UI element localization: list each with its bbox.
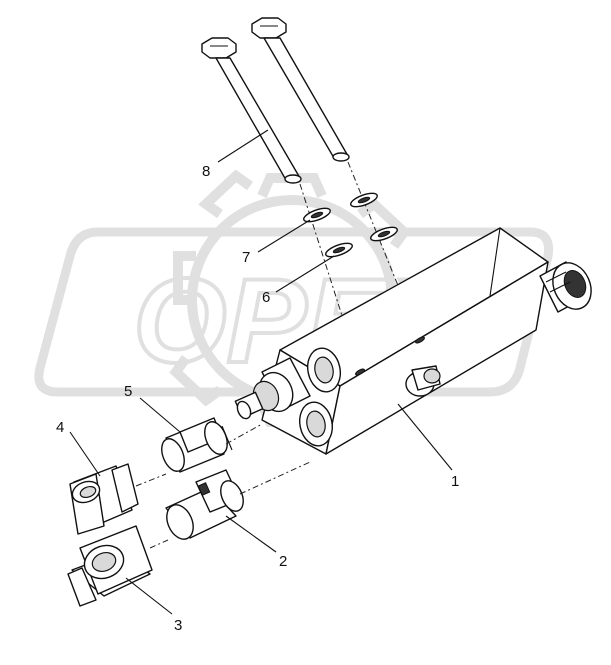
callout-5: 5: [124, 383, 132, 400]
leader-1: [397, 403, 453, 471]
leader-7: [257, 219, 311, 253]
callout-1: 1: [451, 473, 459, 490]
callout-8: 8: [202, 163, 210, 180]
adapter-axis-upper: [225, 423, 263, 445]
bolt-right: [251, 17, 350, 162]
right-side-fitting: [539, 261, 592, 313]
o-ring-lower-left: [325, 242, 353, 258]
straight-adapter: [161, 417, 233, 473]
elbow-fitting-lower: [67, 525, 153, 607]
leader-2: [225, 515, 277, 553]
bolt-right-axis: [347, 161, 421, 341]
callout-7: 7: [242, 249, 250, 266]
callout-6: 6: [262, 289, 270, 306]
elbow-upper-axis: [135, 473, 167, 487]
adapter-axis-lower: [239, 461, 311, 495]
leader-6: [275, 255, 335, 293]
callout-3: 3: [174, 617, 182, 634]
elbow-lower-axis: [149, 539, 169, 549]
leader-5: [139, 397, 181, 433]
adapter-fitting: [165, 469, 244, 540]
o-ring-upper-left: [303, 207, 331, 223]
leader-8: [217, 129, 269, 163]
leader-3: [125, 577, 173, 615]
valve-block: [261, 227, 549, 455]
watermark-plate: [34, 227, 554, 397]
valve-cartridge: [234, 357, 311, 420]
callout-2: 2: [279, 553, 287, 570]
o-ring-lower-right: [370, 226, 398, 242]
elbow-fitting-upper: [69, 463, 139, 535]
leader-4: [69, 431, 101, 477]
callout-4: 4: [56, 419, 64, 436]
bolt-left: [201, 37, 302, 184]
o-ring-upper-right: [350, 192, 378, 208]
